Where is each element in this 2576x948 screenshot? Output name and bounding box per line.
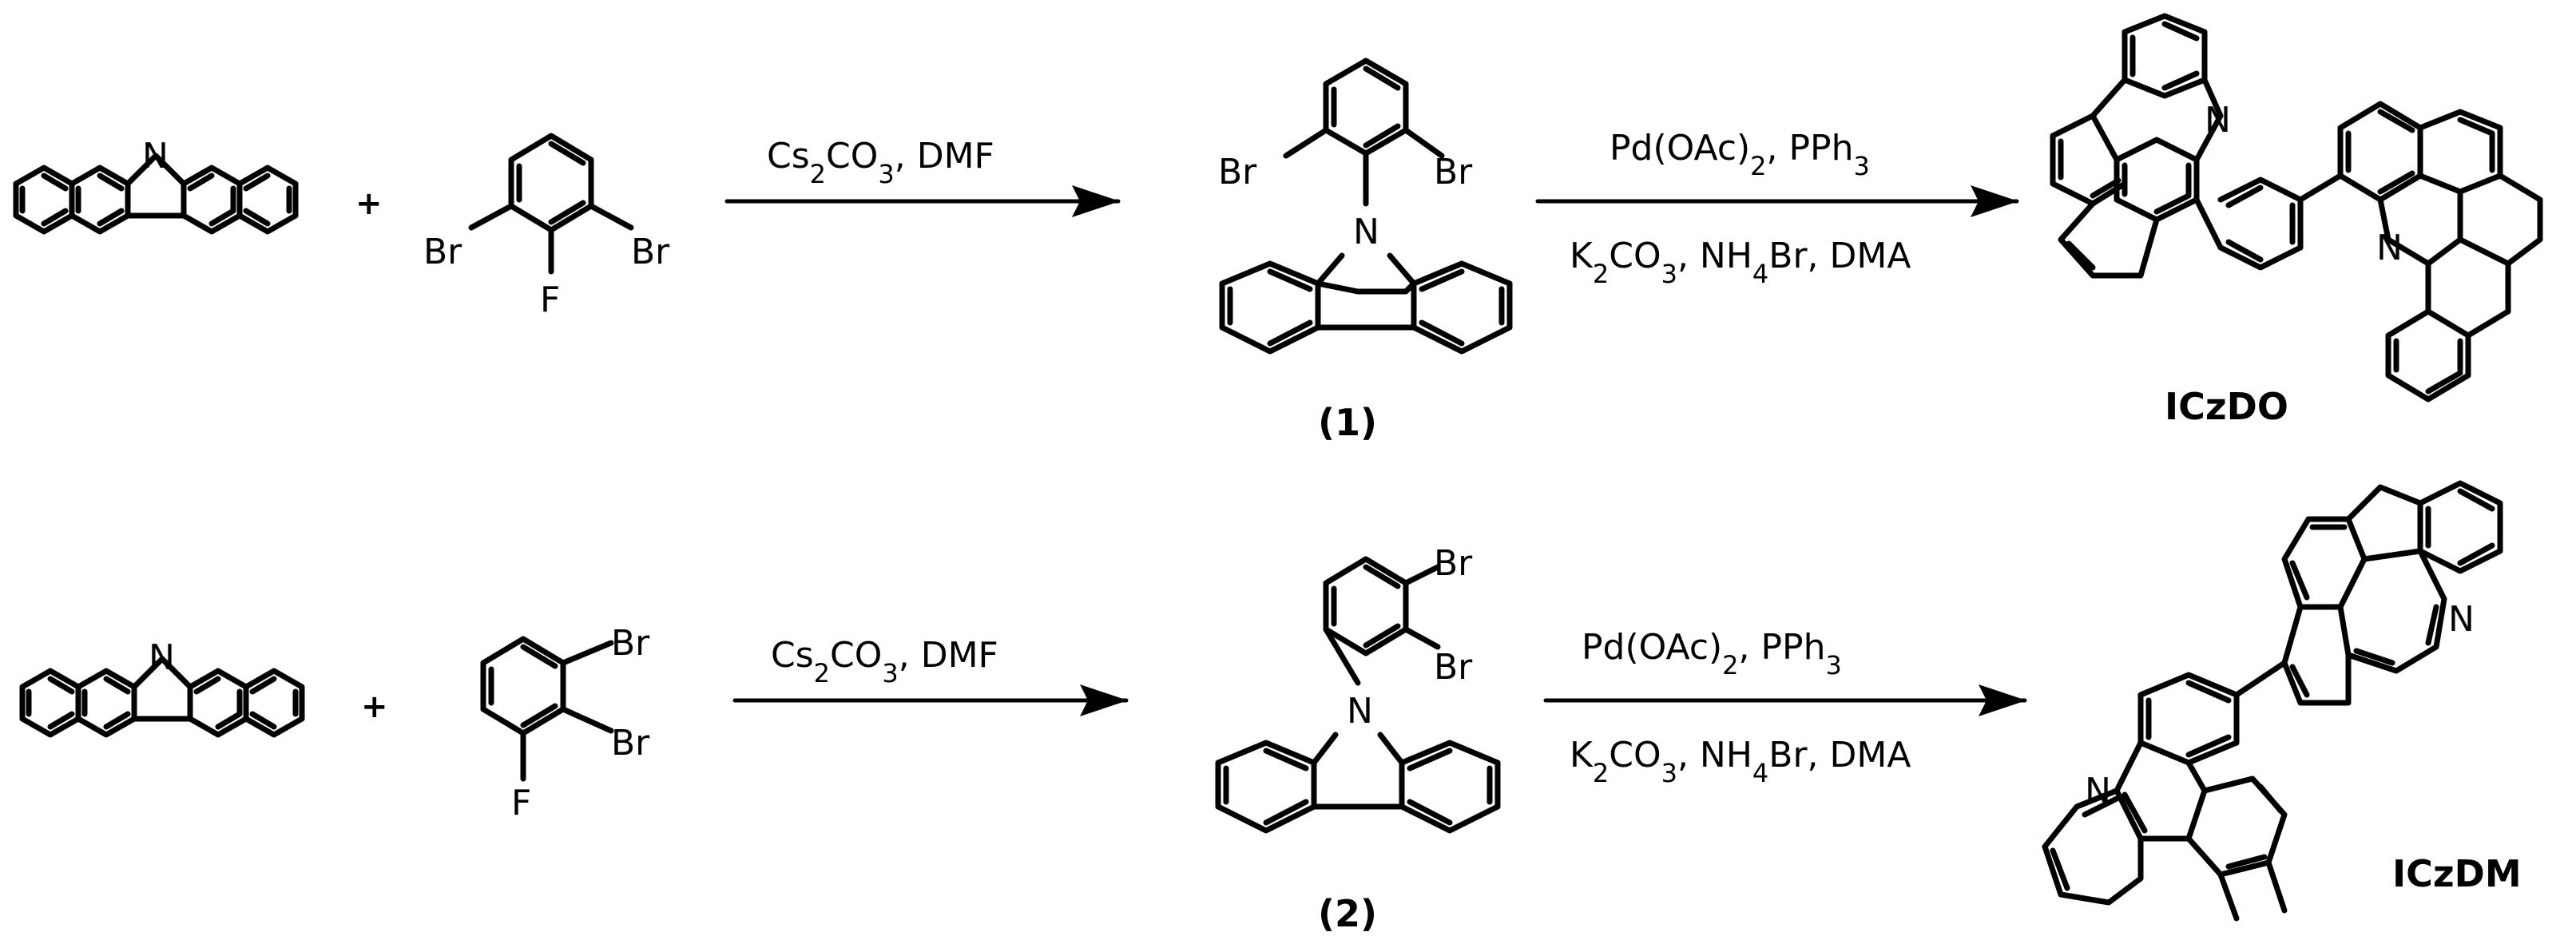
- intermediate-atom-br-upper-2: Br: [1434, 543, 1473, 584]
- product-atom-n-lower-1: N: [2376, 228, 2403, 268]
- step2-conditions-bottom-1: K2CO3, NH4Br, DMA: [1570, 236, 1911, 289]
- carbazole-reactant-1: N: [13, 136, 299, 235]
- product-iczdo: N N ICzDO: [2050, 13, 2543, 428]
- intermediate-atom-br-left-1: Br: [1218, 152, 1257, 192]
- carbazole-reactant-2: N: [19, 637, 305, 738]
- reactant-b-atom-f-1: F: [540, 280, 560, 320]
- product-iczdm: N N ICzDM: [2042, 480, 2522, 922]
- product-atom-n-upper-2: N: [2448, 599, 2475, 640]
- plus-sign-2: +: [361, 688, 388, 725]
- product-label-iczdo: ICzDO: [2165, 385, 2288, 428]
- reactant-b-atom-br-upper-2: Br: [611, 623, 650, 664]
- dibromofluorobenzene-1: Br Br F: [423, 133, 670, 320]
- step1-conditions-1: Cs2CO3, DMF: [767, 136, 994, 189]
- intermediate-atom-n-2: N: [1347, 691, 1373, 732]
- row-1: N + Br Br F Cs2CO3, DMF Br Br: [13, 13, 2543, 444]
- reactant-b-atom-br-right-1: Br: [631, 232, 670, 272]
- step1-conditions-2: Cs2CO3, DMF: [771, 635, 998, 688]
- intermediate-2: Br Br N (2): [1215, 543, 1501, 935]
- step2-conditions-top-2: Pd(OAc)2, PPh3: [1582, 627, 1842, 680]
- reactant-a-atom-n-2: N: [149, 637, 175, 678]
- reactant-b-atom-br-left-1: Br: [423, 232, 462, 272]
- intermediate-1: Br Br N (1): [1218, 58, 1513, 444]
- product-atom-n-lower-2: N: [2085, 771, 2111, 811]
- plus-sign-1: +: [355, 185, 383, 222]
- product-atom-n-upper-1: N: [2205, 100, 2231, 141]
- reactant-b-atom-br-lower-2: Br: [611, 723, 650, 764]
- step2-conditions-top-1: Pd(OAc)2, PPh3: [1610, 128, 1870, 181]
- intermediate-label-2: (2): [1318, 892, 1377, 935]
- intermediate-label-1: (1): [1318, 401, 1377, 444]
- reactant-b-atom-f-2: F: [511, 783, 531, 823]
- intermediate-atom-br-right-1: Br: [1434, 152, 1473, 192]
- intermediate-atom-n-1: N: [1353, 212, 1379, 252]
- dibromofluorobenzene-2: Br Br F: [480, 623, 650, 823]
- intermediate-atom-br-lower-2: Br: [1434, 647, 1473, 688]
- step2-conditions-bottom-2: K2CO3, NH4Br, DMA: [1570, 735, 1911, 788]
- row-2: N + Br Br F Cs2CO3, DMF Br Br: [19, 480, 2522, 935]
- product-label-iczdm: ICzDM: [2392, 852, 2522, 895]
- reactant-a-atom-n-1: N: [142, 136, 169, 177]
